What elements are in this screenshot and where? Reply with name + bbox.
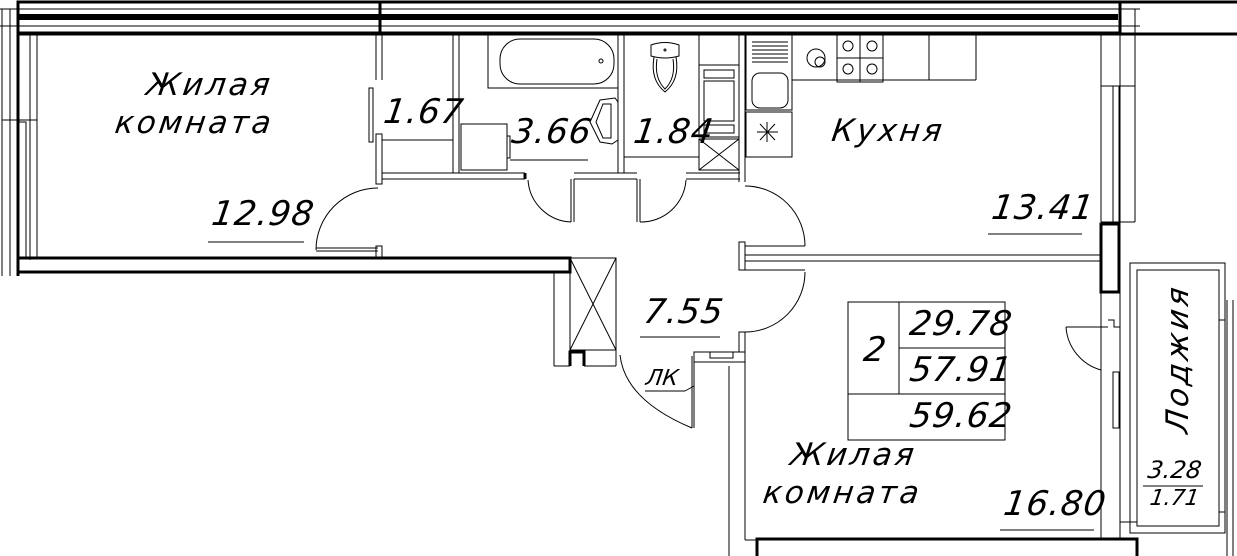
room-name-line1: Жилая <box>788 437 920 473</box>
hallway-area: 7.55 <box>641 292 727 332</box>
room-name-line2: комната <box>760 475 925 511</box>
loggia-area-reduced: 1.71 <box>1148 486 1201 511</box>
loggia-area-full: 3.28 <box>1146 456 1204 484</box>
summary-total-with-loggia: 59.62 <box>907 396 1016 436</box>
living-room-2-area: 16.80 <box>1001 484 1110 524</box>
summary-total-area: 57.91 <box>907 350 1016 390</box>
room-name-line1: Жилая <box>144 67 276 103</box>
summary-living-area: 29.78 <box>907 304 1016 344</box>
loggia-label: Лоджия <box>1160 282 1196 436</box>
bathroom-area: 3.66 <box>509 112 595 152</box>
room-name-line2: комната <box>112 105 277 141</box>
toilet-area: 1.84 <box>631 112 717 152</box>
kitchen-area: 13.41 <box>989 188 1098 228</box>
lk-annotation: ЛК <box>644 366 680 391</box>
living-room-2-label: Жилая комната <box>761 436 930 512</box>
storage-area: 1.67 <box>381 92 467 132</box>
living-room-1-area: 12.98 <box>209 194 318 234</box>
kitchen-label: Кухня <box>829 113 948 149</box>
living-room-1-label: Жилая комната <box>113 66 282 142</box>
